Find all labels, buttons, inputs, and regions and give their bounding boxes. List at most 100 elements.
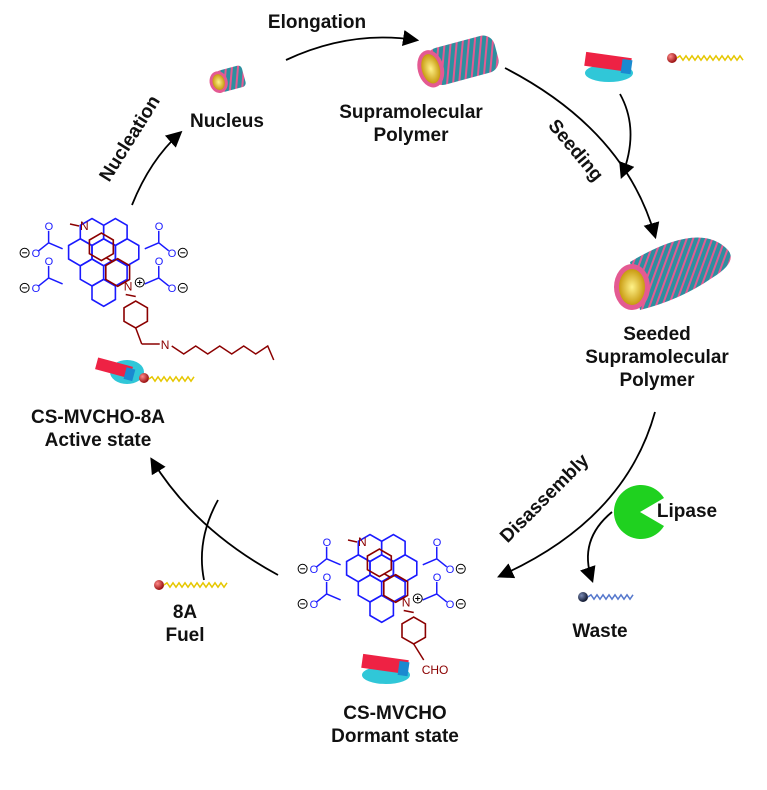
carboxylate-bond <box>436 593 448 603</box>
elongation-label: Elongation <box>267 12 367 33</box>
dormant-state-crystal <box>361 653 410 684</box>
disassembly-arrow <box>497 411 656 579</box>
seeding-arrow <box>504 67 660 240</box>
dormant-line-1: CS-MVCHO <box>343 703 447 724</box>
negative-charge-icon <box>177 282 188 293</box>
carboxylate-bond <box>48 242 63 250</box>
negative-charge-icon <box>455 598 466 609</box>
oxygen-label: O <box>168 248 177 260</box>
oxygen-label: O <box>45 221 54 233</box>
fuel-input-arrow <box>201 499 219 581</box>
fuel-label: 8A Fuel <box>140 601 230 647</box>
carboxylate-bond <box>326 558 341 566</box>
oxygen-label: O <box>433 537 442 549</box>
aldehyde-bond <box>413 643 425 661</box>
seed-input-fuel <box>667 53 744 63</box>
waste-molecule <box>578 592 634 602</box>
pyridinium-ring <box>382 573 409 604</box>
methyl-bond <box>69 223 80 227</box>
active-line-2: Active state <box>44 430 152 451</box>
oxygen-label: O <box>32 248 41 260</box>
oxygen-label: O <box>155 221 164 233</box>
dormant-line-2: Dormant state <box>331 726 459 747</box>
oxygen-label: O <box>446 599 455 611</box>
fuel-line-1: 8A <box>172 602 198 623</box>
lipase-enzyme <box>613 485 664 539</box>
active-state-label: CS-MVCHO-8A Active state <box>8 406 188 452</box>
seeded-polymer-line-1: Seeded <box>623 324 691 345</box>
core-ring <box>91 278 117 308</box>
carboxylate-bond <box>422 593 438 601</box>
oxygen-label: O <box>433 572 442 584</box>
carboxylate-bond <box>316 558 328 568</box>
waste-label: Waste <box>572 621 628 642</box>
fuel-arrow <box>150 457 279 576</box>
pyridinium-ring <box>105 257 131 288</box>
negative-charge-icon <box>297 598 308 609</box>
carboxylate-bond <box>38 242 50 252</box>
carboxylate-bond <box>316 593 328 603</box>
negative-charge-icon <box>19 247 30 258</box>
supramolecular-polymer-cylinder <box>417 35 499 88</box>
negative-charge-icon <box>455 563 466 574</box>
pyridinium-ring <box>88 232 115 262</box>
carboxylate-bond <box>48 277 63 285</box>
fuel-line-2: Fuel <box>165 625 205 646</box>
carboxylate-bond <box>158 242 170 252</box>
nitrogen-label: N <box>358 535 367 549</box>
cycle-arrows <box>131 30 660 584</box>
carboxylate-bond <box>144 277 160 285</box>
seeded-polymer-line-3: Polymer <box>619 370 695 391</box>
lipase-label: Lipase <box>656 501 718 522</box>
oxygen-label: O <box>155 256 164 268</box>
oxygen-label: O <box>45 256 54 268</box>
aldehyde-label: CHO <box>422 663 449 677</box>
nitrogen-label: N <box>124 280 133 294</box>
oxygen-label: O <box>323 537 332 549</box>
negative-charge-icon <box>177 247 188 258</box>
benzyl-bond <box>403 609 414 614</box>
elongation-arrow <box>285 30 420 61</box>
waste-arrow <box>580 511 613 584</box>
oxygen-label: O <box>446 564 455 576</box>
benzyl-ring <box>401 616 427 645</box>
seed-input-arrow <box>619 93 635 180</box>
methyl-bond <box>347 539 358 543</box>
benzyl-bond <box>125 293 136 298</box>
carboxylate-bond <box>326 593 341 601</box>
supramolecular-polymer-line-1: Supramolecular <box>339 102 483 123</box>
oxygen-label: O <box>310 564 319 576</box>
active-line-1: CS-MVCHO-8A <box>30 407 166 428</box>
nucleus-cylinder <box>209 65 246 93</box>
bipyridyl-bond <box>383 573 392 579</box>
positive-charge-icon <box>134 277 145 288</box>
negative-charge-icon <box>297 563 308 574</box>
carboxylate-bond <box>38 277 50 287</box>
fuel-8a-molecule <box>154 580 228 590</box>
dormant-state-label: CS-MVCHO Dormant state <box>300 702 490 748</box>
imine-bond <box>135 327 143 345</box>
seeded-polymer-cylinder <box>614 237 731 310</box>
oxygen-label: O <box>310 599 319 611</box>
nitrogen-label: N <box>80 219 89 233</box>
alkyl-chain <box>171 344 275 361</box>
oxygen-label: O <box>323 572 332 584</box>
pyridinium-ring <box>366 548 393 578</box>
carboxylate-bond <box>422 558 438 566</box>
bipyridyl-bond <box>105 257 114 263</box>
oxygen-label: O <box>168 283 177 295</box>
carboxylate-bond <box>158 277 170 287</box>
supramolecular-polymer-label: Supramolecular Polymer <box>326 101 496 147</box>
seed-input-crystal <box>584 51 633 82</box>
active-state-crystal <box>95 357 195 384</box>
nitrogen-label: N <box>402 596 411 610</box>
carboxylate-bond <box>436 558 448 568</box>
nucleus-label: Nucleus <box>190 111 264 132</box>
seeded-polymer-line-2: Supramolecular <box>585 347 729 368</box>
carboxylate-bond <box>144 242 160 250</box>
imine-nitrogen-label: N <box>161 338 170 352</box>
core-ring <box>369 594 395 624</box>
seeded-polymer-label: Seeded Supramolecular Polymer <box>562 323 752 392</box>
